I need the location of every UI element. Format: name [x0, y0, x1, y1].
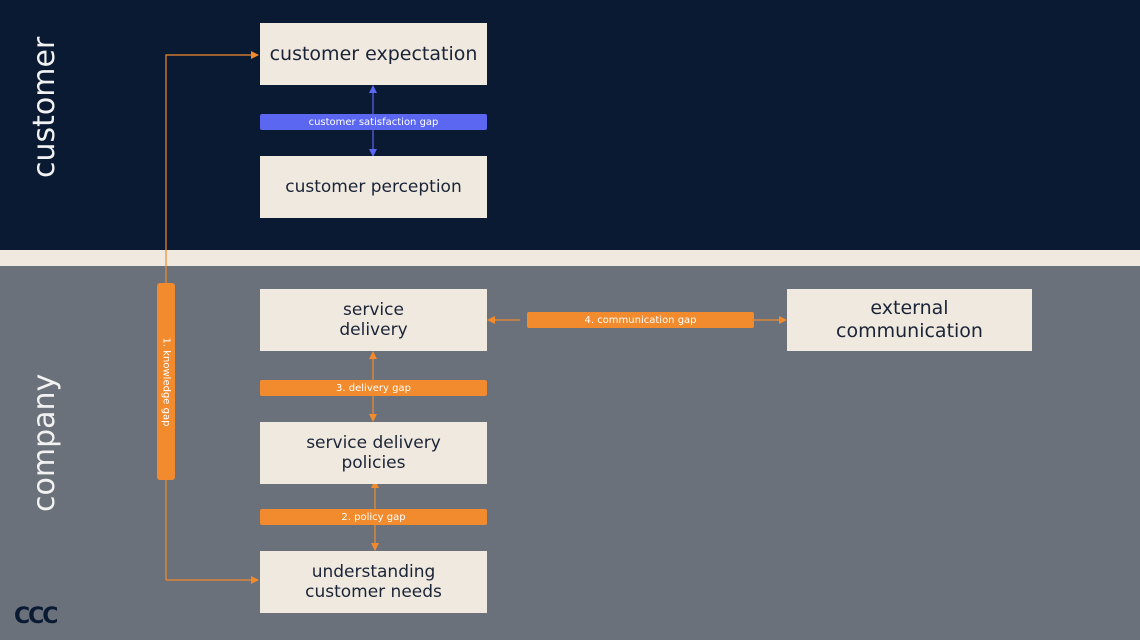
customer-perception-box: customer perception	[260, 156, 487, 218]
knowledge-gap-label: 1. knowledge gap	[157, 283, 175, 480]
delivery-gap-label: 3. delivery gap	[260, 380, 487, 396]
understanding-customer-needs-box: understanding customer needs	[260, 551, 487, 613]
knowledge-gap-text: 1. knowledge gap	[160, 337, 172, 426]
service-delivery-policies-box: service delivery policies	[260, 422, 487, 484]
customer-satisfaction-gap-label: customer satisfaction gap	[260, 114, 487, 130]
communication-gap-label: 4. communication gap	[527, 312, 754, 328]
knowledge-gap-connector	[165, 51, 259, 580]
customer-expectation-box: customer expectation	[260, 23, 487, 85]
policy-gap-label: 2. policy gap	[260, 509, 487, 525]
ccc-logo: CCC	[14, 604, 58, 629]
external-communication-box: external communication	[787, 289, 1032, 351]
band-separator	[0, 250, 1140, 266]
service-delivery-box: service delivery	[260, 289, 487, 351]
customer-band	[0, 0, 1140, 250]
